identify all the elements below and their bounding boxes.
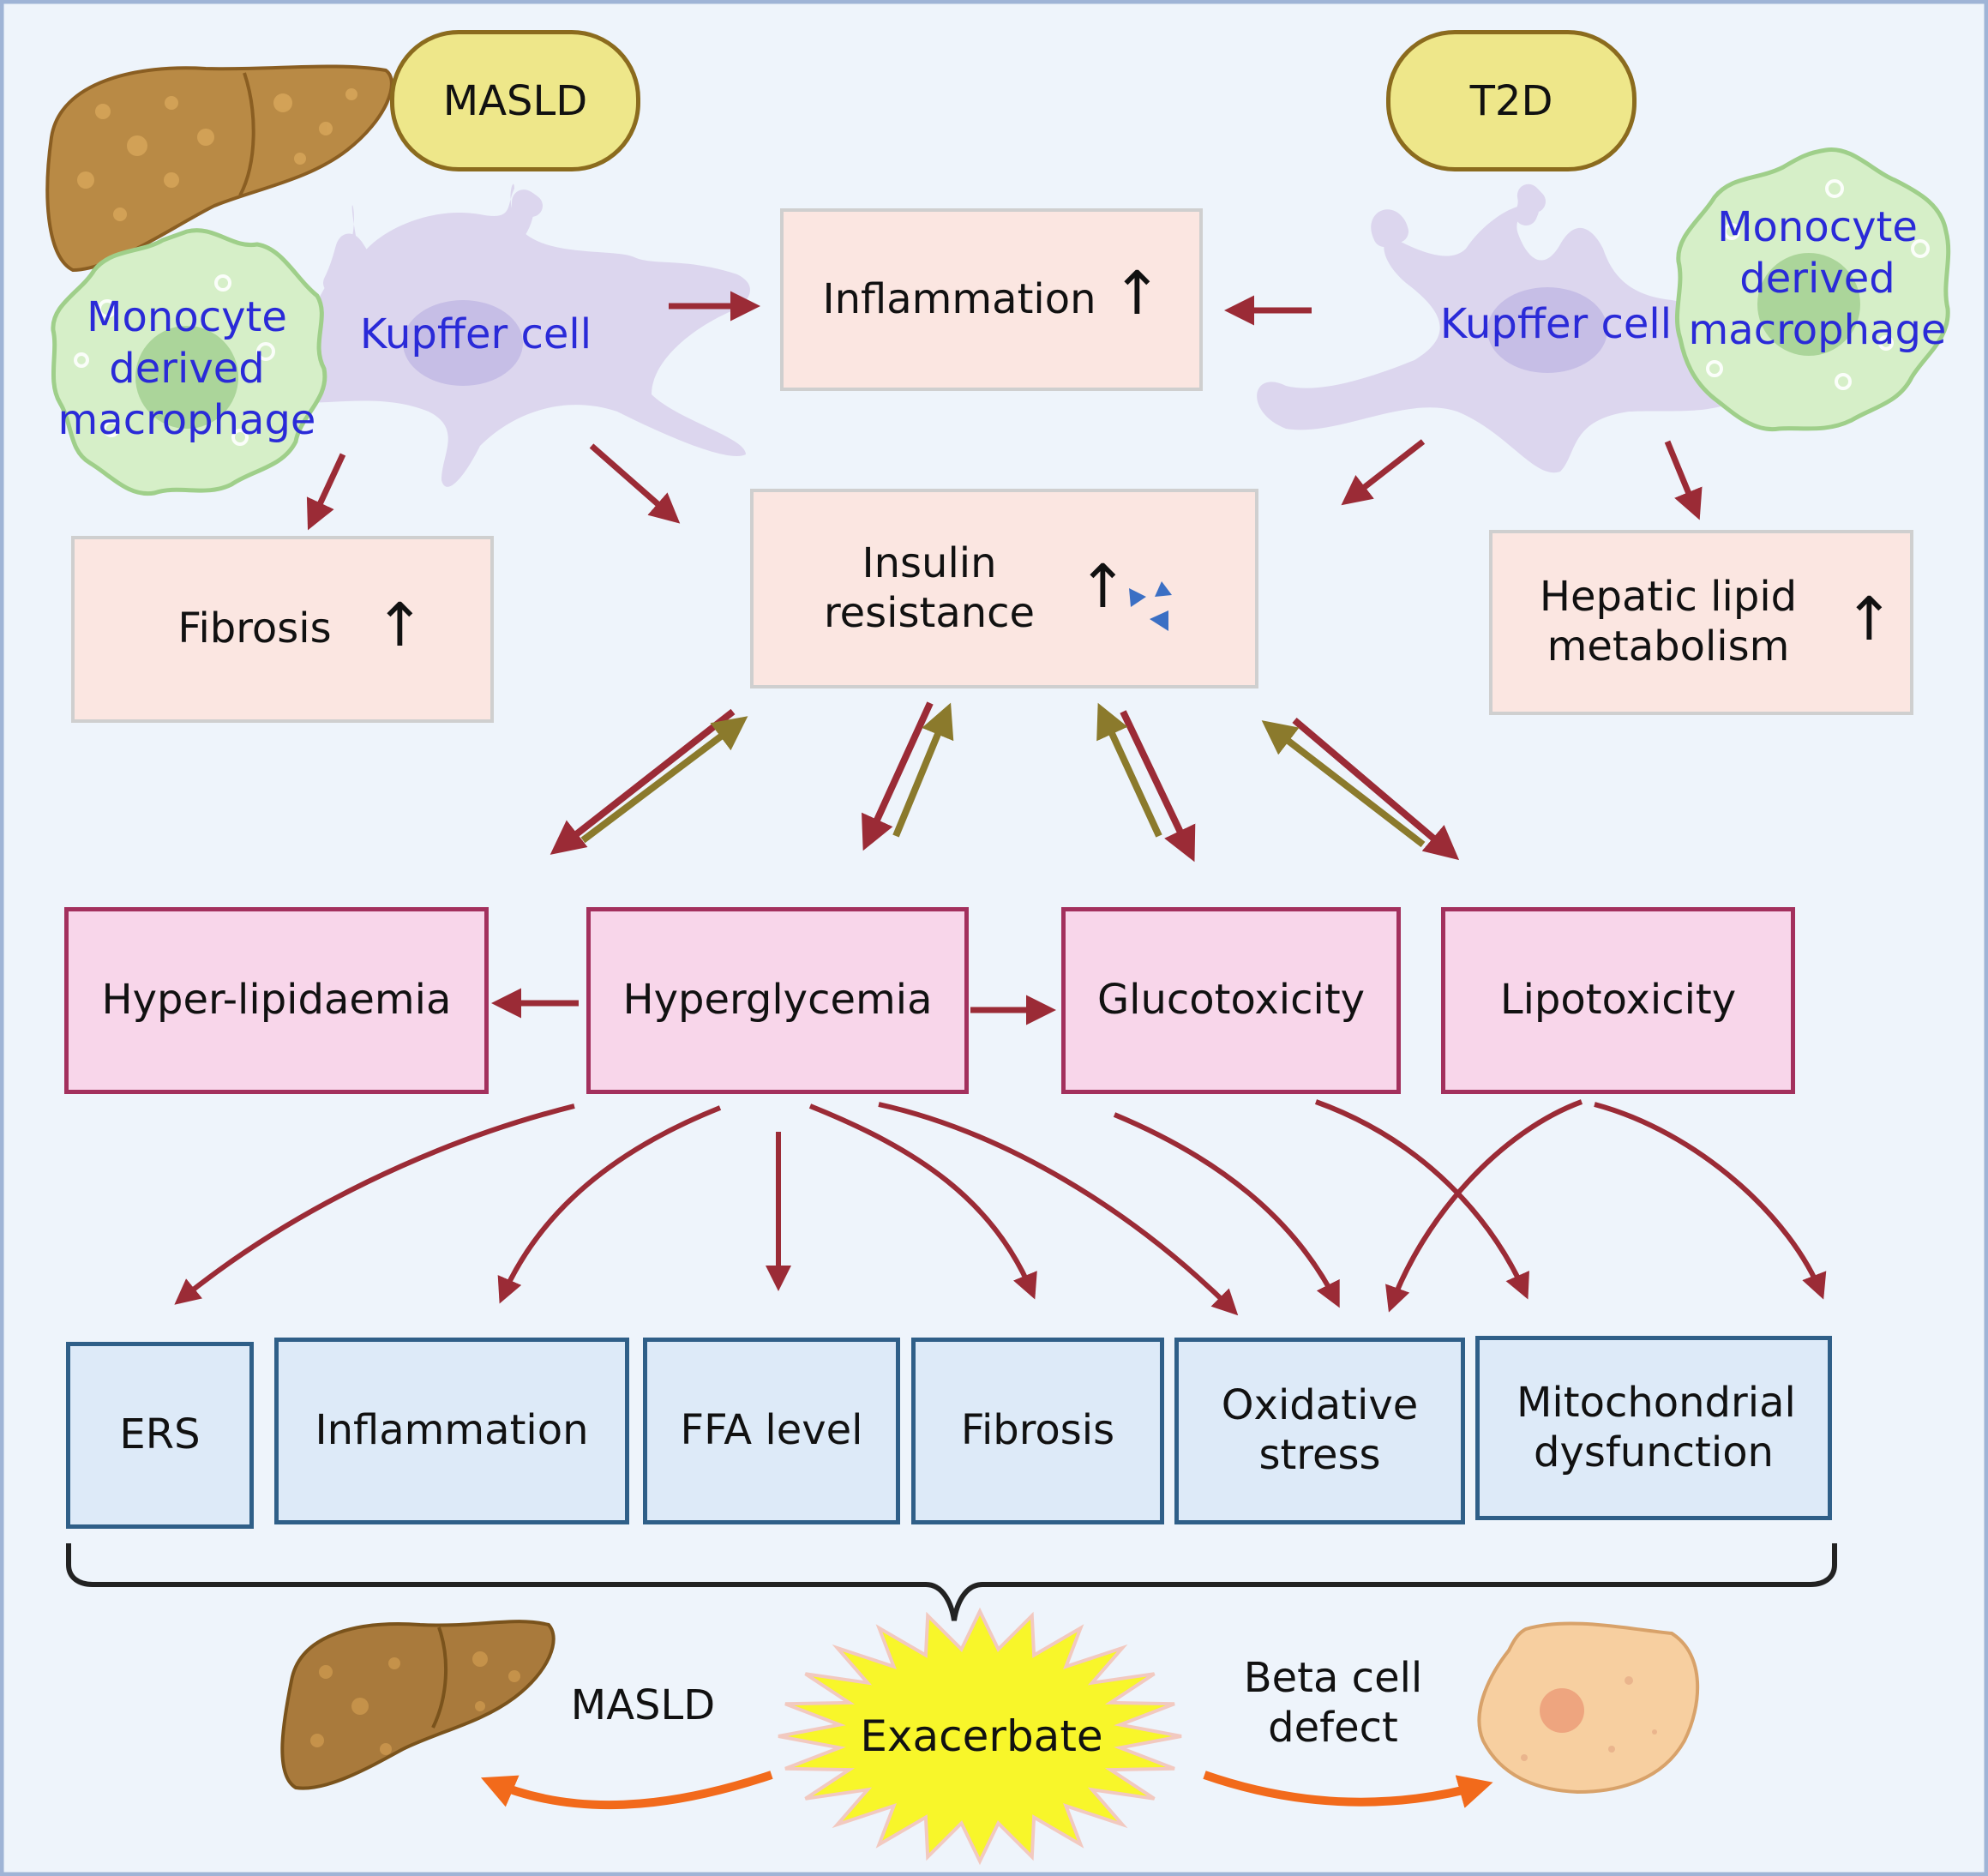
glucotoxicity-label: Glucotoxicity xyxy=(1096,976,1366,1025)
left-kupffer-label: Kupffer cell xyxy=(359,310,592,358)
arrow-to-masld xyxy=(480,1771,773,1810)
right-macrophage-label: Monocyte derived macrophage xyxy=(1688,203,1947,354)
fibrosis-bottom-label: Fibrosis xyxy=(960,1406,1115,1455)
hepatic-lipid-label: Hepatic lipid metabolism xyxy=(1539,573,1798,670)
t2d-pill-label: T2D xyxy=(1469,76,1553,125)
middle-row-arrows xyxy=(491,988,1056,1025)
curly-brace-icon xyxy=(66,1543,1837,1621)
lipotoxicity-box: Lipotoxicity xyxy=(1441,907,1795,1094)
beta-cell-defect-label: Beta cell defect xyxy=(1243,1654,1423,1752)
masld-pill-label: MASLD xyxy=(442,76,588,125)
insulin-resistance-box: Insulin resistance ↑ xyxy=(750,489,1258,688)
liver-icon-bottom xyxy=(280,1620,556,1790)
insulin-exchange-arrows xyxy=(550,701,1460,863)
hyperlipidaemia-label: Hyper-lipidaemia xyxy=(101,976,452,1025)
ers-label: ERS xyxy=(119,1410,201,1459)
hyperlipidaemia-box: Hyper-lipidaemia xyxy=(64,907,489,1094)
macrophage-left xyxy=(51,228,327,496)
oxidative-stress-box: Oxidative stress xyxy=(1174,1338,1465,1524)
outcome-arrows xyxy=(480,1771,1493,1810)
fibrosis-top-label: Fibrosis xyxy=(177,604,332,653)
ffa-level-box: FFA level xyxy=(643,1338,900,1524)
arrow-to-hepatic-lipid xyxy=(1664,440,1703,520)
up-arrow-icon: ↑ xyxy=(375,590,425,660)
arrow-to-beta-cell xyxy=(1203,1771,1493,1808)
mitochondrial-box: Mitochondrial dysfunction xyxy=(1475,1336,1832,1520)
arrow-left-to-insulin xyxy=(589,443,681,524)
insulin-molecules-icon xyxy=(1129,581,1172,631)
arrow-right-to-insulin xyxy=(1341,439,1426,506)
macrophage-right xyxy=(1674,147,1951,432)
up-arrow-icon: ↑ xyxy=(1844,584,1895,654)
lipotoxicity-label: Lipotoxicity xyxy=(1499,976,1737,1025)
up-arrow-icon: ↑ xyxy=(1112,258,1162,328)
curved-arrows xyxy=(174,1099,1827,1316)
glucotoxicity-box: Glucotoxicity xyxy=(1061,907,1401,1094)
inflammation-box: Inflammation ↑ xyxy=(780,208,1203,391)
top-arrows xyxy=(306,291,1703,531)
inflammation-bottom-label: Inflammation xyxy=(315,1406,589,1455)
fibrosis-bottom-box: Fibrosis xyxy=(911,1338,1164,1524)
hyperglycemia-box: Hyperglycemia xyxy=(586,907,969,1094)
kupffer-cell-right xyxy=(1257,183,1751,473)
ffa-level-label: FFA level xyxy=(680,1406,863,1455)
liver-icon-top-left xyxy=(45,64,393,273)
t2d-pill: T2D xyxy=(1386,30,1637,171)
exacerbate-label: Exacerbate xyxy=(860,1711,1103,1761)
insulin-resistance-label: Insulin resistance xyxy=(823,538,1036,637)
inflammation-bottom-box: Inflammation xyxy=(274,1338,629,1524)
up-arrow-icon: ↑ xyxy=(1078,551,1128,622)
kupffer-cell-left xyxy=(284,183,750,487)
mitochondrial-label: Mitochondrial dysfunction xyxy=(1517,1378,1796,1476)
starburst-icon xyxy=(778,1607,1182,1866)
inflammation-label: Inflammation xyxy=(822,274,1096,323)
fibrosis-top-box: Fibrosis ↑ xyxy=(71,536,494,723)
hepatic-lipid-box: Hepatic lipid metabolism ↑ xyxy=(1489,530,1913,715)
beta-cell-icon xyxy=(1477,1621,1700,1795)
masld-outcome-label: MASLD xyxy=(570,1681,716,1730)
arrow-to-fibrosis xyxy=(306,453,346,531)
hyperglycemia-label: Hyperglycemia xyxy=(622,976,933,1025)
oxidative-stress-label: Oxidative stress xyxy=(1221,1381,1419,1479)
ers-box: ERS xyxy=(66,1342,254,1529)
masld-pill: MASLD xyxy=(390,30,640,171)
left-macrophage-label: Monocyte derived macrophage xyxy=(57,293,316,444)
right-kupffer-label: Kupffer cell xyxy=(1439,300,1673,348)
